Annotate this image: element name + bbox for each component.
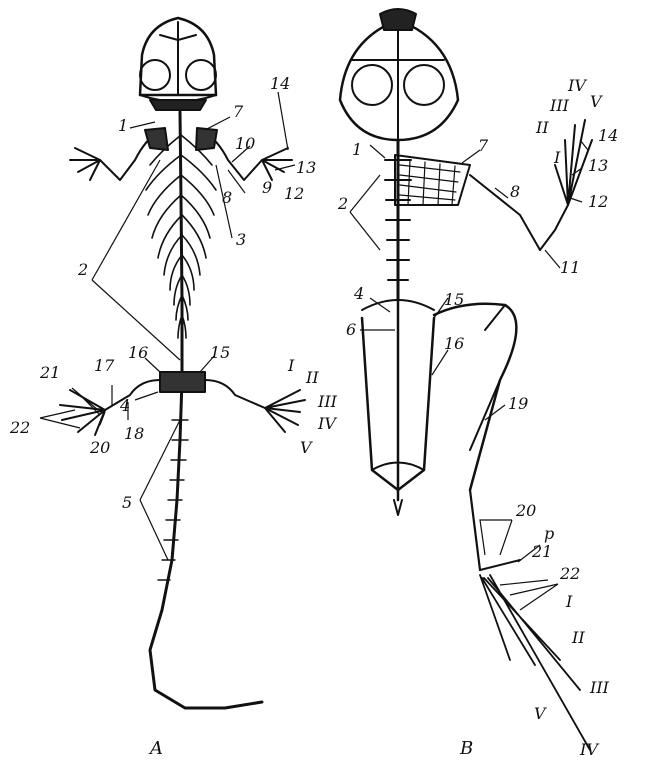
label-a-10: 10 bbox=[235, 136, 255, 152]
label-b-14: 14 bbox=[598, 128, 618, 144]
label-a-digit-III: III bbox=[318, 394, 337, 410]
frog-forelimb bbox=[470, 120, 592, 250]
label-b-20: 20 bbox=[516, 503, 536, 519]
label-b-p: p bbox=[544, 526, 554, 542]
label-a-8: 8 bbox=[222, 190, 232, 206]
label-b-1: 1 bbox=[352, 142, 362, 158]
label-b-7: 7 bbox=[478, 138, 488, 154]
label-b-hand-I: I bbox=[554, 150, 560, 166]
label-a-4: 4 bbox=[120, 398, 130, 414]
label-b-hand-V: V bbox=[590, 94, 602, 110]
label-b-foot-II: II bbox=[572, 630, 585, 646]
label-a-digit-IV: IV bbox=[318, 416, 336, 432]
label-a-18: 18 bbox=[124, 426, 144, 442]
label-b-12: 12 bbox=[588, 194, 608, 210]
lizard-skull bbox=[140, 18, 216, 110]
panel-caption-b: B bbox=[460, 738, 473, 759]
label-a-15: 15 bbox=[210, 345, 230, 361]
label-a-9: 9 bbox=[262, 180, 272, 196]
label-a-7: 7 bbox=[233, 104, 243, 120]
label-b-22: 22 bbox=[560, 566, 580, 582]
label-a-22: 22 bbox=[10, 420, 30, 436]
label-b-foot-V: V bbox=[534, 706, 546, 722]
frog-skull bbox=[340, 9, 458, 140]
label-b-hand-II: II bbox=[536, 120, 549, 136]
label-a-20: 20 bbox=[90, 440, 110, 456]
label-b-15: 15 bbox=[444, 292, 464, 308]
label-a-3: 3 bbox=[236, 232, 246, 248]
label-a-5: 5 bbox=[122, 495, 132, 511]
label-b-13: 13 bbox=[588, 158, 608, 174]
label-a-21: 21 bbox=[40, 365, 60, 381]
label-a-digit-I: I bbox=[288, 358, 294, 374]
label-a-16: 16 bbox=[128, 345, 148, 361]
label-b-hand-IV: IV bbox=[568, 78, 586, 94]
label-a-17: 17 bbox=[94, 358, 114, 374]
frog-hindlimb bbox=[434, 304, 590, 750]
label-a-13: 13 bbox=[296, 160, 316, 176]
label-a-digit-II: II bbox=[306, 370, 319, 386]
label-b-foot-IV: IV bbox=[580, 742, 598, 758]
label-b-4: 4 bbox=[354, 286, 364, 302]
label-a-14: 14 bbox=[270, 76, 290, 92]
label-a-12: 12 bbox=[284, 186, 304, 202]
label-b-hand-III: III bbox=[550, 98, 569, 114]
label-b-6: 6 bbox=[346, 322, 356, 338]
label-b-19: 19 bbox=[508, 396, 528, 412]
label-b-8: 8 bbox=[510, 184, 520, 200]
label-b-16: 16 bbox=[444, 336, 464, 352]
label-a-1: 1 bbox=[118, 118, 128, 134]
frog-skeleton bbox=[340, 9, 592, 750]
label-b-foot-III: III bbox=[590, 680, 609, 696]
panel-caption-a: A bbox=[150, 738, 163, 759]
frog-vertebral-column bbox=[385, 140, 411, 300]
label-b-foot-I: I bbox=[566, 594, 572, 610]
label-a-2: 2 bbox=[78, 262, 88, 278]
frog-urostyle bbox=[394, 300, 402, 515]
label-b-11: 11 bbox=[560, 260, 580, 276]
label-b-21: 21 bbox=[532, 544, 552, 560]
label-a-digit-V: V bbox=[300, 440, 312, 456]
label-b-2: 2 bbox=[338, 196, 348, 212]
